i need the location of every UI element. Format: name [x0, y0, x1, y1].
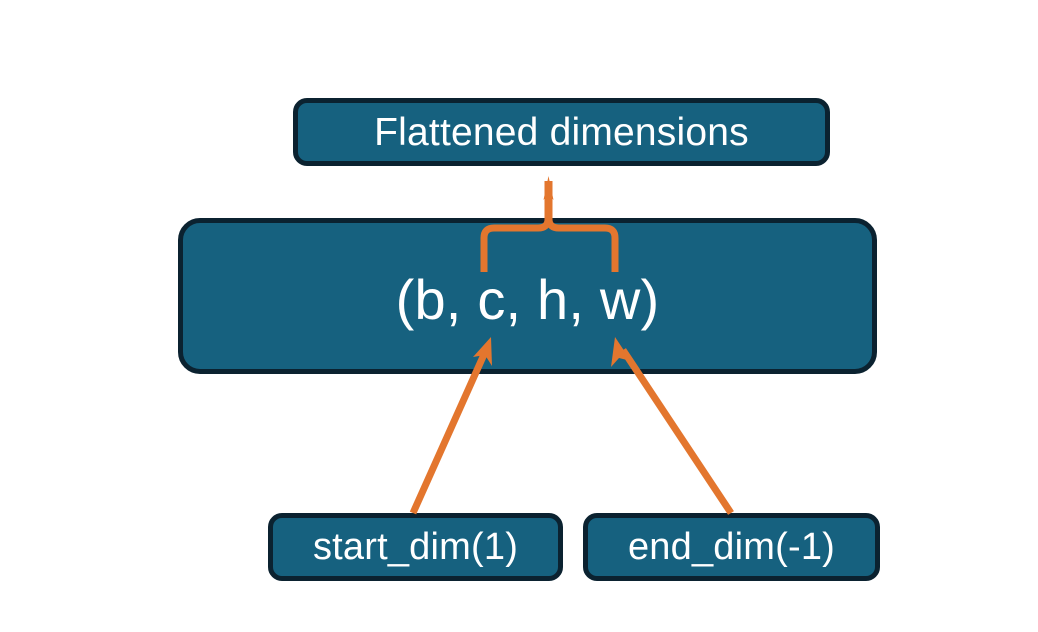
node-tensor-shape[interactable]: (b, c, h, w): [178, 218, 877, 374]
node-tensor-shape-label: (b, c, h, w): [395, 268, 660, 331]
node-flattened-dimensions[interactable]: Flattened dimensions: [293, 98, 830, 166]
node-end-dim-label: end_dim(-1): [627, 526, 836, 568]
node-start-dim[interactable]: start_dim(1): [268, 513, 563, 581]
node-start-dim-label: start_dim(1): [312, 526, 519, 568]
node-end-dim[interactable]: end_dim(-1): [583, 513, 880, 581]
node-flattened-dimensions-label: Flattened dimensions: [374, 110, 749, 154]
